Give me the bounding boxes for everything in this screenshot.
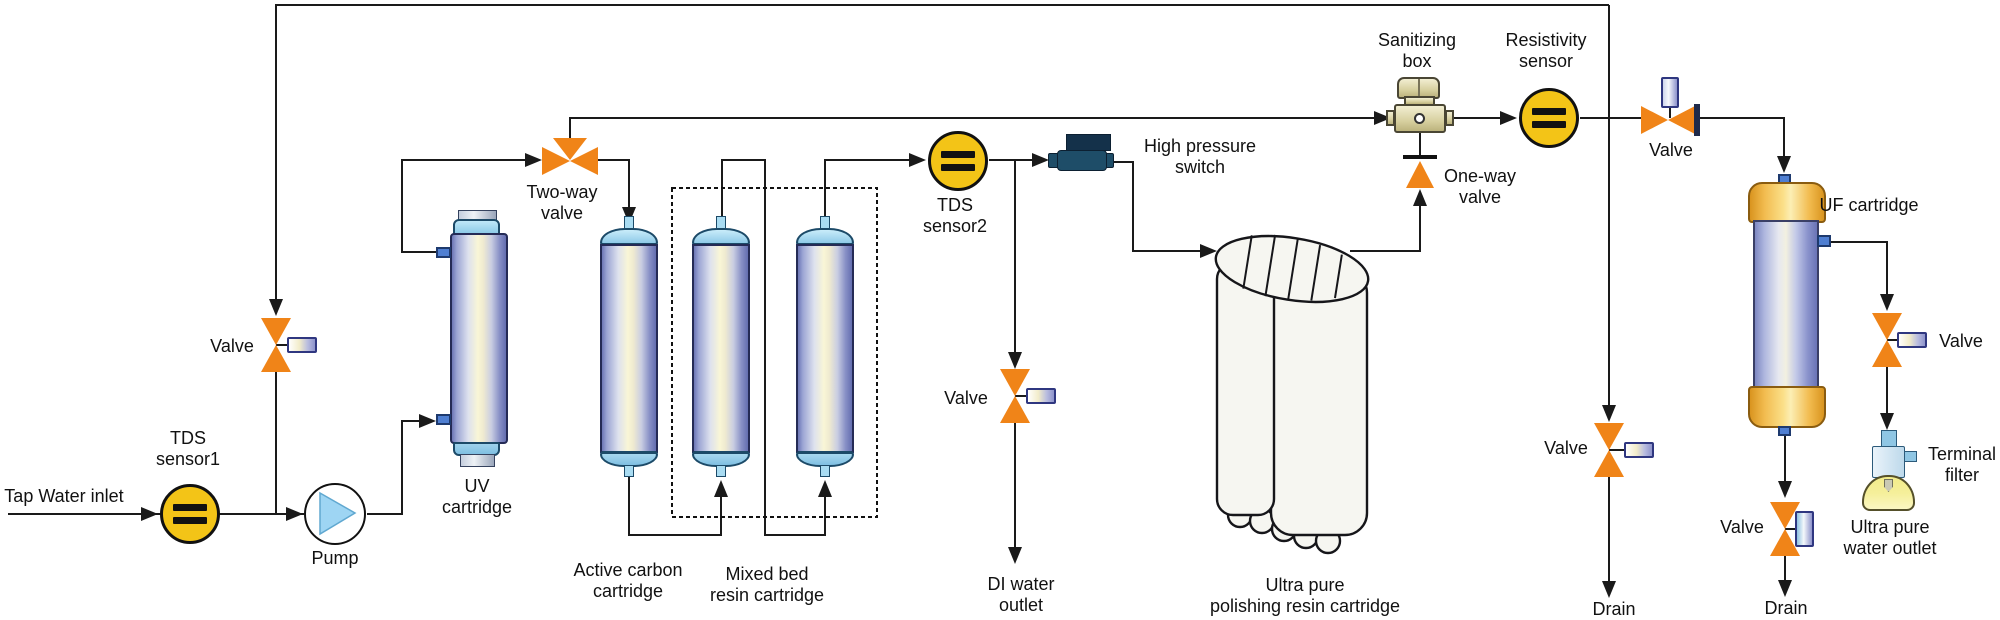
resistivity-sensor xyxy=(1519,88,1579,148)
high-pressure-switch xyxy=(1048,134,1114,171)
uf-port-right xyxy=(1817,235,1831,247)
switch-top xyxy=(1066,134,1111,151)
tds-sensor1 xyxy=(160,484,220,544)
one-way-valve xyxy=(1403,155,1437,188)
pump xyxy=(304,483,366,545)
uf-cap-top xyxy=(1748,182,1826,223)
uv-port-bottom xyxy=(436,414,451,425)
mixed-bed-cartridge-1 xyxy=(692,216,750,477)
active-carbon-cartridge xyxy=(600,216,658,477)
filter-nozzle xyxy=(1884,479,1893,492)
sensor-bar xyxy=(941,151,975,158)
label-valve-uf-out: Valve xyxy=(1939,331,1983,351)
pipe-switch-to-tank xyxy=(1113,161,1200,252)
valve-uf-drain-handle xyxy=(1795,511,1814,547)
valve-recirculation-handle xyxy=(287,337,317,353)
tds-sensor2 xyxy=(928,131,988,191)
sensor-bar xyxy=(1532,121,1566,128)
filter-body xyxy=(1872,446,1905,478)
sensor-bar xyxy=(173,504,207,511)
uf-cap-bottom xyxy=(1748,386,1826,428)
pipe-mixed2-to-tds2 xyxy=(824,159,909,226)
uv-port-top xyxy=(436,247,451,258)
box-cap-facet xyxy=(1418,79,1420,97)
filter-tab-right xyxy=(1904,451,1917,462)
pipe-twoway-to-carbon xyxy=(597,159,630,207)
uf-nub-bottom xyxy=(1778,426,1791,436)
uv-cartridge xyxy=(436,210,522,467)
uv-neck-bottom xyxy=(460,454,495,467)
flow-arrows xyxy=(141,111,1894,598)
label-pump: Pump xyxy=(311,548,359,568)
label-valve-uf-drain: Valve xyxy=(1720,517,1764,537)
valve-handle-stems xyxy=(276,108,1898,530)
cartridge-nub-bottom xyxy=(624,465,634,477)
cartridge-body xyxy=(692,244,750,453)
valve-recirculation xyxy=(261,318,291,372)
sanitizing-box xyxy=(1386,72,1454,134)
valve-bypass xyxy=(1641,104,1700,136)
sensor-bar xyxy=(173,517,207,524)
pipe-bypass-to-sanitizing xyxy=(569,117,1374,138)
cartridge-nub-bottom xyxy=(716,465,726,477)
label-tap-water-inlet: Tap Water inlet xyxy=(4,486,124,506)
uv-body xyxy=(450,233,508,444)
valve-uf-outlet xyxy=(1872,313,1902,367)
sensor-bar xyxy=(1532,108,1566,115)
pipe-carbon-to-mixed1 xyxy=(628,476,722,536)
box-tab-right xyxy=(1445,110,1454,126)
valve-di-outlet-handle xyxy=(1026,388,1056,404)
label-valve-recirculation: Valve xyxy=(210,336,254,356)
cartridge-body xyxy=(600,244,658,453)
two-way-valve xyxy=(542,138,598,175)
mixed-bed-dashed-box xyxy=(671,187,878,518)
valve-drain-recirc xyxy=(1594,423,1624,477)
cartridge-nub-bottom xyxy=(820,465,830,477)
switch-body xyxy=(1057,150,1107,171)
pipe-tank-to-oneway xyxy=(1350,206,1421,252)
pump-impeller-icon xyxy=(319,491,357,536)
valve-bypass-handle xyxy=(1661,77,1679,108)
pipe-uv-to-twoway xyxy=(401,159,525,253)
label-valve-di: Valve xyxy=(944,388,988,408)
pipe-pump-to-uv xyxy=(367,420,419,515)
pipe-uf-to-outlet-valve xyxy=(1825,241,1888,294)
label-uf-cartridge: UF cartridge xyxy=(1819,195,1919,215)
valve-uf-drain xyxy=(1770,502,1800,556)
uf-body xyxy=(1753,220,1819,388)
box-hole xyxy=(1414,113,1425,124)
uf-cartridge xyxy=(1745,174,1833,436)
terminal-filter xyxy=(1860,430,1920,512)
sensor-bar xyxy=(941,164,975,171)
label-drain-right: Drain xyxy=(1764,598,1808,618)
polishing-resin-cartridge xyxy=(1214,234,1370,555)
label-drain-left: Drain xyxy=(1592,599,1636,619)
valve-drain-recirc-handle xyxy=(1624,442,1654,458)
label-valve-drain-left: Valve xyxy=(1544,438,1588,458)
pipe-valve-to-uf xyxy=(1700,117,1785,156)
cartridge-body xyxy=(796,244,854,453)
label-valve-bypass: Valve xyxy=(1649,140,1693,160)
mixed-bed-cartridge-2 xyxy=(796,216,854,477)
pipe-recirculation-top xyxy=(275,4,1609,299)
valve-uf-outlet-handle xyxy=(1897,332,1927,348)
pipe-mixed1-to-mixed2 xyxy=(721,159,826,536)
tank-top-cap xyxy=(1214,234,1370,304)
valve-di-outlet xyxy=(1000,369,1030,423)
